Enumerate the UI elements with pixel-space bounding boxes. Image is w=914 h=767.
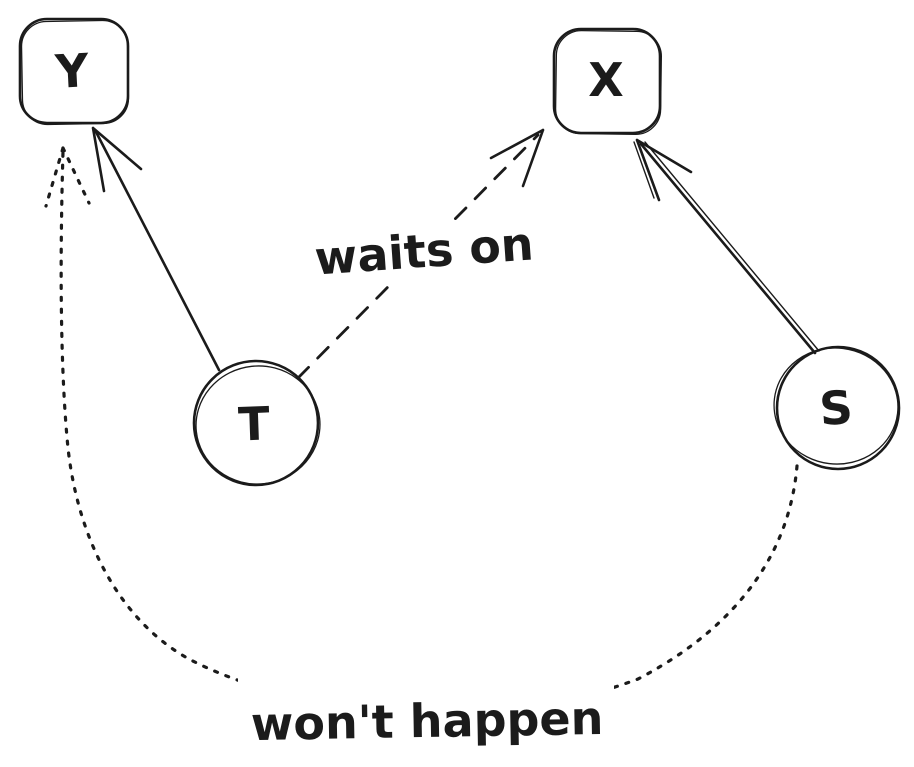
node-s-circle	[775, 345, 901, 471]
edge-s-to-x-arrowhead	[635, 138, 693, 202]
edge-s-to-x-path	[639, 142, 817, 355]
edge-label-background-wont-happen	[238, 666, 614, 760]
node-s: S	[773, 345, 901, 471]
node-y-box-sketch	[20, 19, 130, 126]
edge-s-to-x-solid	[633, 138, 820, 355]
node-x: X	[552, 27, 662, 136]
edge-t-to-y-solid	[91, 126, 221, 372]
edge-label-wont-happen: won't happen	[250, 691, 603, 751]
node-y: Y	[18, 17, 130, 126]
node-x-box	[552, 27, 662, 135]
edge-s-to-x-arrowhead-sketch	[633, 141, 655, 199]
node-x-label: X	[588, 53, 623, 107]
edge-t-to-x-arrowhead	[489, 128, 545, 188]
edge-t-to-y-path	[93, 128, 221, 372]
node-t-label: T	[237, 396, 271, 451]
edge-label-background-waits-on	[298, 220, 552, 280]
node-x-box-sketch	[554, 29, 662, 136]
node-s-circle-sketch	[773, 347, 899, 465]
node-t-circle	[192, 359, 320, 487]
node-y-label: Y	[53, 43, 91, 99]
node-s-label: S	[818, 380, 855, 436]
edge-s-to-x-path-sketch	[644, 141, 820, 352]
node-t: T	[192, 359, 321, 487]
edge-s-to-y-arrowhead	[44, 146, 91, 208]
node-t-circle-sketch	[195, 365, 321, 485]
edge-t-to-y-arrowhead	[91, 126, 143, 193]
